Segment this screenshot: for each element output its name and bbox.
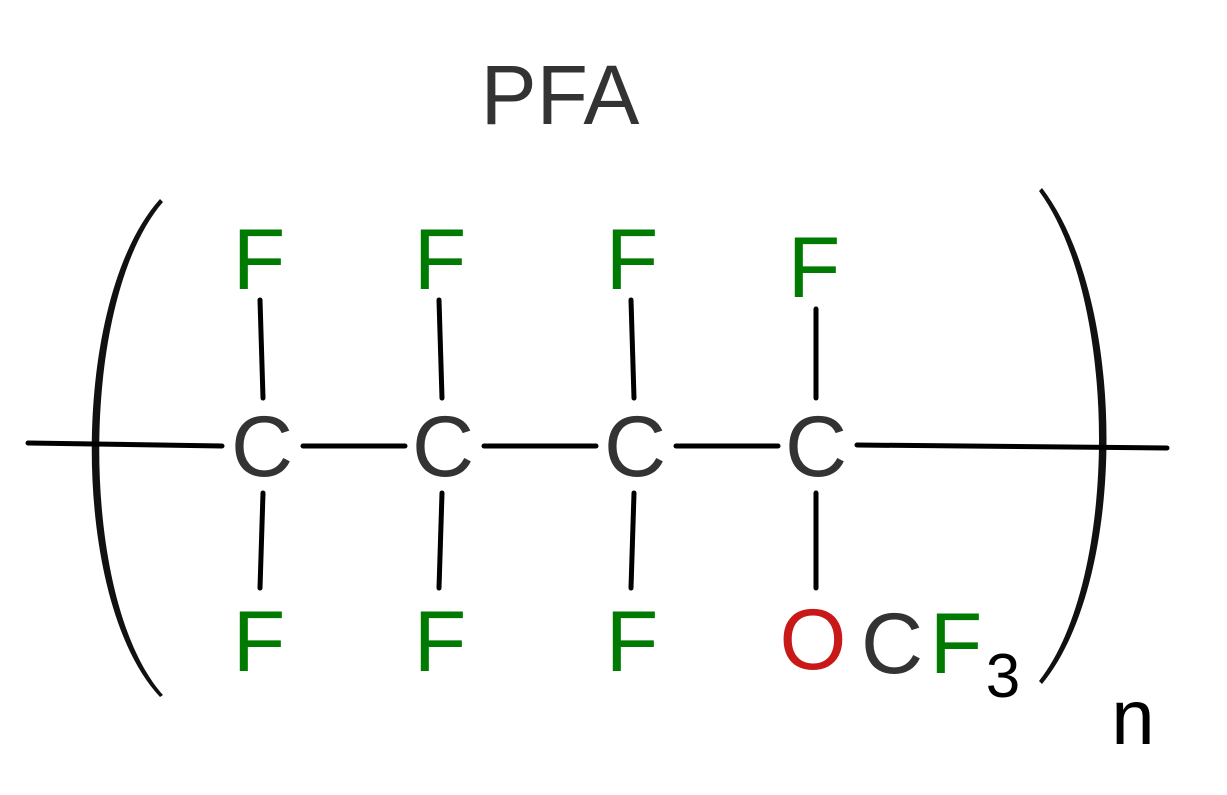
oxygen-atom: O [780, 592, 847, 688]
fluorine-bottom-3: F [606, 594, 659, 690]
bond-c2-f-bottom [436, 490, 445, 591]
fluorine-bottom-2: F [414, 594, 467, 690]
chain-bond-right [854, 442, 1170, 451]
bond-c3-f-top [628, 297, 637, 401]
carbon-atom-3: C [604, 399, 666, 495]
chain-bond-left [25, 440, 225, 449]
bond-c1-f-bottom [257, 490, 266, 591]
side-group-subscript: 3 [986, 642, 1020, 711]
carbon-atom-1: C [231, 399, 293, 495]
fluorine-top-1: F [233, 212, 286, 308]
right-bracket [1039, 188, 1107, 684]
carbon-atom-4: C [785, 399, 847, 495]
fluorine-top-2: F [414, 212, 467, 308]
fluorine-top-4: F [788, 220, 841, 316]
carbon-atom-2: C [412, 399, 474, 495]
bond-c2-f-top [436, 297, 445, 401]
title: PFA [481, 48, 640, 142]
repeat-subscript: n [1111, 673, 1154, 761]
side-group-fluorine: F [930, 596, 983, 692]
fluorine-top-3: F [606, 212, 659, 308]
bond-c1-f-top [257, 297, 266, 401]
bond-c3-f-bottom [628, 490, 637, 591]
fluorine-bottom-1: F [233, 594, 286, 690]
left-bracket [91, 199, 163, 697]
side-group-carbon: C [861, 596, 923, 692]
